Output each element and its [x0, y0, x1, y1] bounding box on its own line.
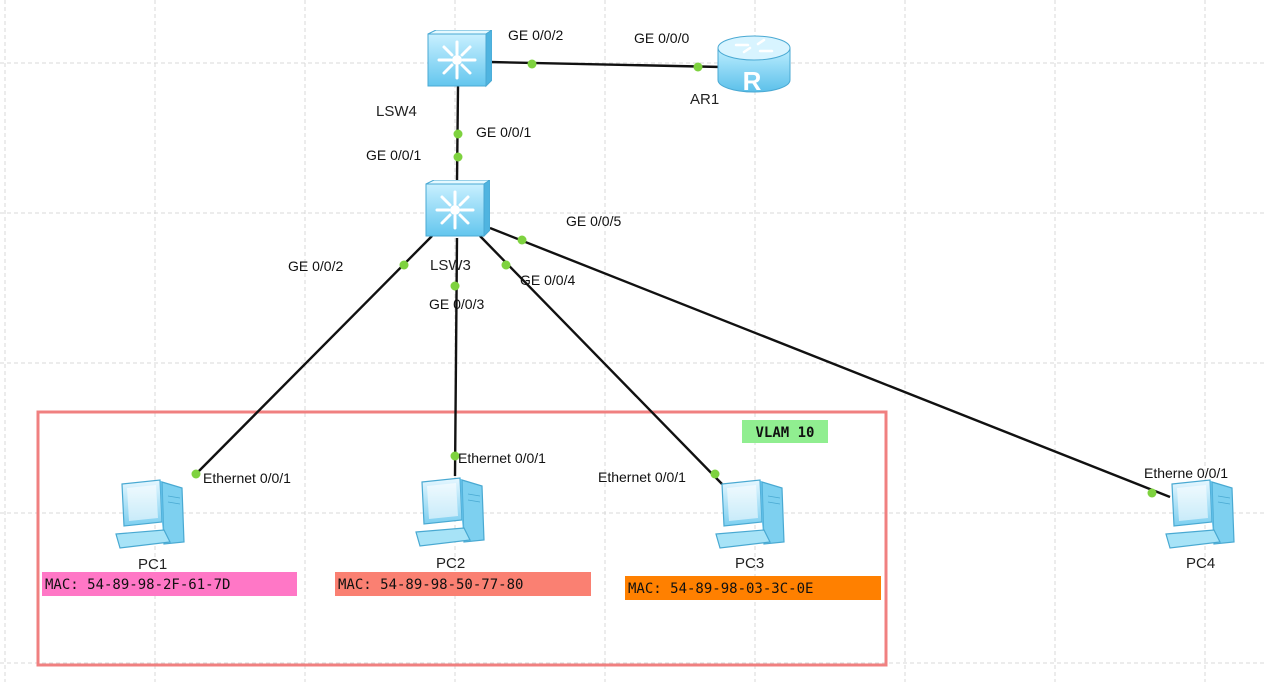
link-lsw3-pc2[interactable]: [453, 237, 459, 477]
port-dot: [191, 469, 201, 479]
device-label-lsw3: LSW3: [430, 257, 471, 274]
port-label: GE 0/0/2: [288, 258, 343, 274]
router-icon[interactable]: R: [717, 35, 791, 96]
port-label: Etherne 0/0/1: [1144, 465, 1228, 481]
port-label: Ethernet 0/0/1: [203, 470, 291, 486]
link-lsw3-pc3[interactable]: [479, 235, 723, 485]
port-dot: [693, 62, 703, 72]
link-lsw3-pc1[interactable]: [193, 235, 433, 477]
pc-pc3[interactable]: [715, 479, 785, 549]
mac-label-pc3[interactable]: MAC: 54-89-98-03-3C-0E: [628, 581, 813, 597]
port-label: GE 0/0/2: [508, 27, 563, 43]
device-label-ar1: AR1: [690, 91, 719, 108]
switch-lsw3[interactable]: [424, 180, 490, 238]
pc-icon[interactable]: [115, 479, 185, 549]
mac-label-pc2[interactable]: MAC: 54-89-98-50-77-80: [338, 577, 523, 593]
port-dot: [710, 469, 720, 479]
pc-icon[interactable]: [415, 477, 485, 547]
switch-lsw4[interactable]: [426, 30, 492, 88]
mac-label-bg-pc3: [625, 576, 881, 600]
port-dot: [527, 59, 537, 69]
mac-label-bg-pc2: [335, 572, 591, 596]
links: [193, 60, 1171, 499]
link-lsw3-pc4[interactable]: [489, 226, 1171, 499]
vlan-group-box[interactable]: [36, 410, 888, 667]
device-label-pc1: PC1: [138, 556, 167, 573]
router-ar1[interactable]: R: [717, 35, 791, 96]
device-label-pc2: PC2: [436, 555, 465, 572]
switch-icon[interactable]: [426, 30, 492, 88]
vlan-label-bg: [742, 420, 828, 443]
port-dot: [501, 260, 511, 270]
port-label: GE 0/0/1: [366, 147, 421, 163]
vlan-label[interactable]: VLAM 10: [755, 425, 814, 441]
port-dot: [1147, 488, 1157, 498]
port-dot: [453, 129, 463, 139]
port-dot: [450, 451, 460, 461]
port-dot: [453, 152, 463, 162]
switch-icon[interactable]: [424, 180, 490, 238]
port-label: Ethernet 0/0/1: [598, 469, 686, 485]
device-label-pc3: PC3: [735, 555, 764, 572]
pc-icon[interactable]: [715, 479, 785, 549]
port-label: Ethernet 0/0/1: [458, 450, 546, 466]
port-indicators: [191, 59, 1157, 498]
mac-label-pc1[interactable]: MAC: 54-89-98-2F-61-7D: [45, 577, 230, 593]
port-dot: [517, 235, 527, 245]
pc-icon[interactable]: [1165, 479, 1235, 549]
device-label-lsw4: LSW4: [376, 103, 417, 120]
port-label: GE 0/0/4: [520, 272, 575, 288]
pc-pc1[interactable]: [115, 479, 185, 549]
port-label: GE 0/0/1: [476, 124, 531, 140]
mac-label-bg-pc1: [42, 572, 297, 596]
port-label: GE 0/0/0: [634, 30, 689, 46]
port-label: GE 0/0/3: [429, 296, 484, 312]
port-dot: [399, 260, 409, 270]
port-dot: [450, 281, 460, 291]
device-label-pc4: PC4: [1186, 555, 1215, 572]
port-label: GE 0/0/5: [566, 213, 621, 229]
pc-pc4[interactable]: [1165, 479, 1235, 549]
router-glyph: R: [743, 66, 762, 96]
pc-pc2[interactable]: [415, 477, 485, 547]
